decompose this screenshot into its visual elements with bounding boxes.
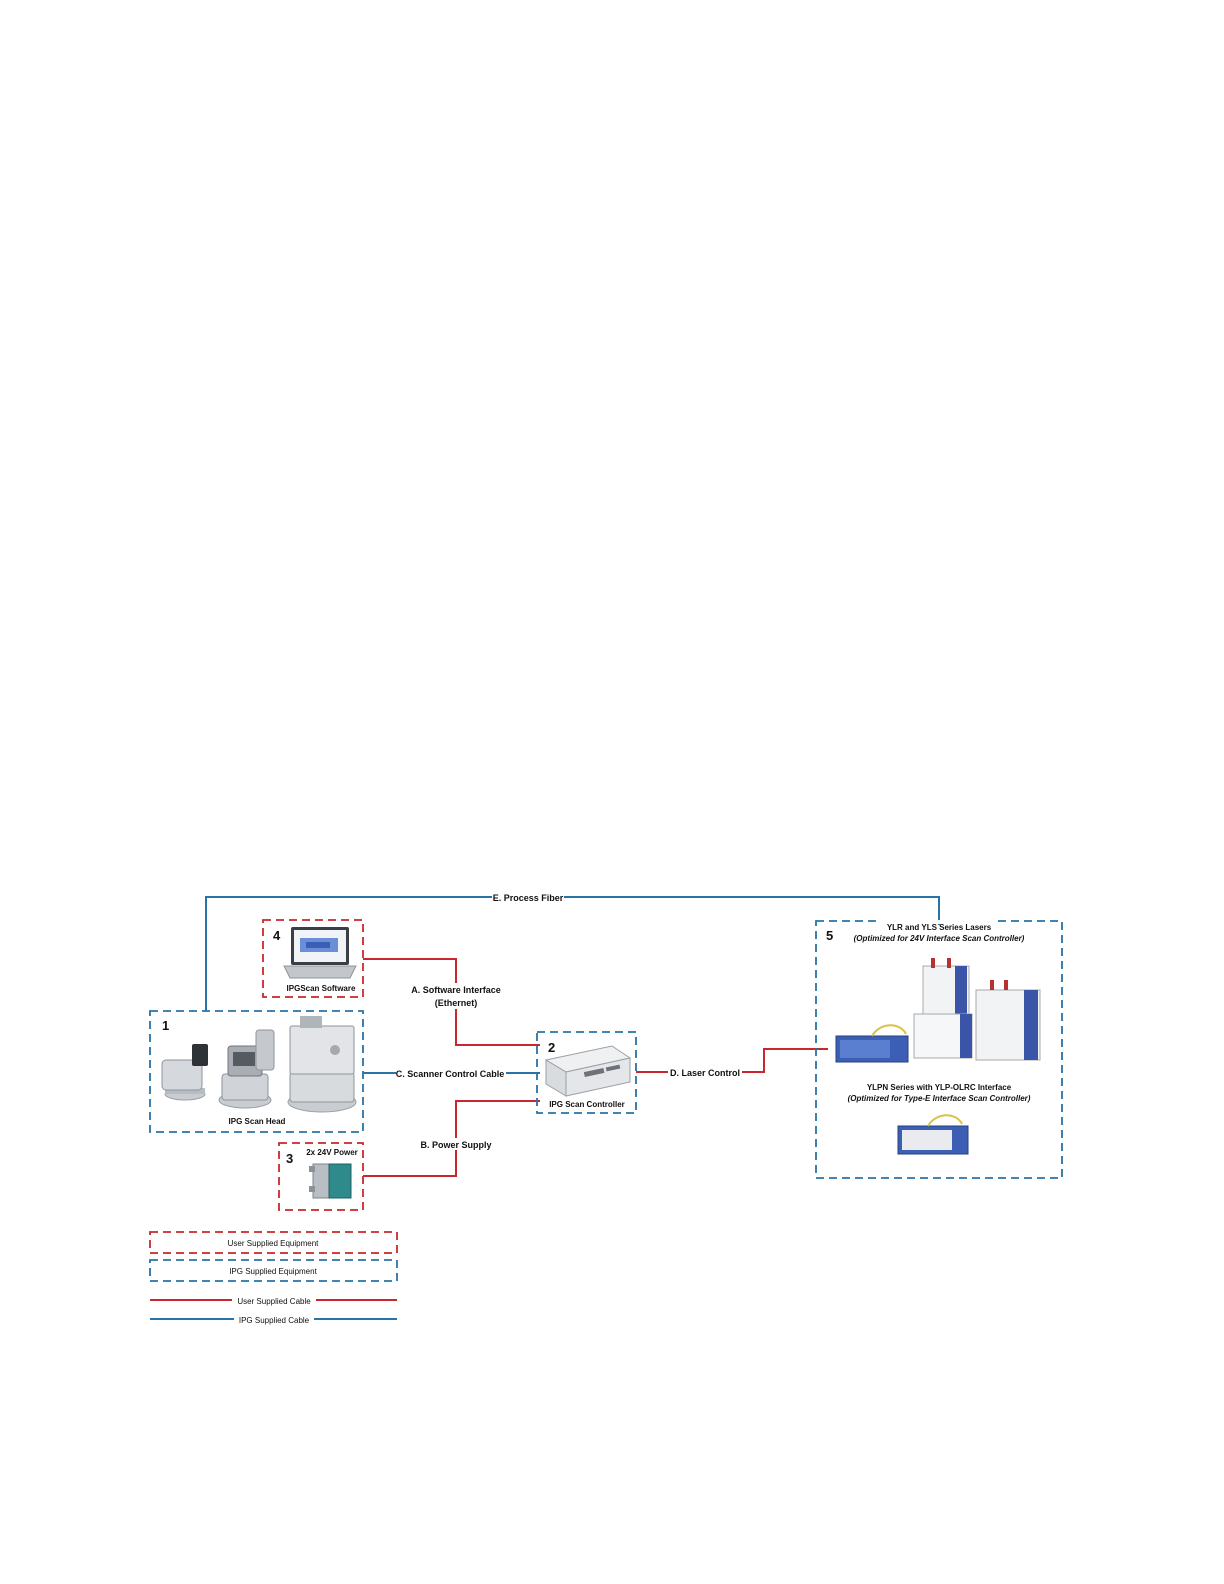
laptop-image [283,927,357,979]
process-fiber-label: E. Process Fiber [493,893,564,903]
controller-number: 2 [548,1040,555,1055]
power-group: 3 2x 24V Power [278,1142,364,1211]
controller-image [544,1045,632,1097]
power-supply-image [309,1163,352,1199]
scan-head-label: IPG Scan Head [229,1117,286,1126]
legend-user-equipment-label: User Supplied Equipment [228,1239,319,1248]
controller-group: 2 IPG Scan Controller [536,1031,637,1114]
ylr-yls-lasers-image [835,958,1041,1063]
scan-head-number: 1 [162,1018,169,1033]
scan-head-box [149,1010,364,1133]
power-number: 3 [286,1151,293,1166]
scanner-control-label: C. Scanner Control Cable [396,1069,505,1079]
legend-ipg-equipment-box [149,1259,398,1282]
scan-head-group: 1 IPG Scan Head [149,1010,364,1133]
software-label: IPGScan Software [287,984,356,993]
lasers-number: 5 [826,928,833,943]
controller-box [536,1031,637,1114]
legend-ipg-equipment-label: IPG Supplied Equipment [229,1267,317,1276]
software-box [262,919,364,998]
process-fiber-cable [205,896,940,1011]
ylpn-laser-image [897,1114,969,1155]
lasers-top-title: YLR and YLS Series Lasers [887,923,992,932]
legend-user-equipment-box [149,1231,398,1254]
legend-user-cable-label: User Supplied Cable [237,1297,311,1306]
lasers-group: 5 YLR and YLS Series Lasers (Optimized f… [815,920,1063,1179]
laser-control-label: D. Laser Control [670,1068,740,1078]
software-group: 4 IPGScan Software [262,919,364,998]
power-supply-label: B. Power Supply [420,1140,491,1150]
lasers-bottom-subtitle: (Optimized for Type-E Interface Scan Con… [848,1094,1031,1103]
lasers-bottom-title: YLPN Series with YLP-OLRC Interface [867,1083,1012,1092]
power-label: 2x 24V Power [306,1148,358,1157]
scan-head-image [161,1016,357,1113]
software-interface-sublabel: (Ethernet) [435,998,478,1008]
legend-ipg-cable-label: IPG Supplied Cable [239,1316,310,1325]
lasers-top-subtitle: (Optimized for 24V Interface Scan Contro… [854,934,1025,943]
power-box [278,1142,364,1211]
software-number: 4 [273,928,281,943]
controller-label: IPG Scan Controller [549,1100,625,1109]
software-interface-label: A. Software Interface [411,985,501,995]
legend: User Supplied Equipment IPG Supplied Equ… [149,1231,398,1325]
